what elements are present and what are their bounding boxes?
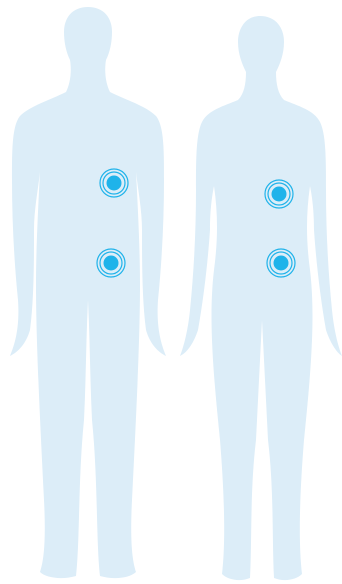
female-figure <box>180 16 342 580</box>
male-silhouette <box>10 7 166 578</box>
female-silhouette <box>180 16 342 580</box>
male-figure <box>10 7 166 578</box>
